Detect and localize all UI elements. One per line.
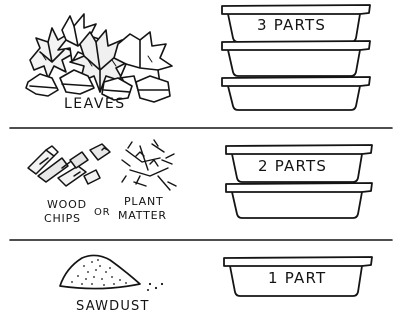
parts-label-2: 2 PARTS	[258, 157, 327, 175]
connector-or: OR	[94, 207, 110, 218]
section-leaves: LEAVES 3 PARTS	[26, 5, 370, 112]
tray-icon	[222, 41, 370, 76]
ingredient-label-sawdust: SAWDUST	[76, 299, 150, 314]
ingredient-label-matter: MATTER	[118, 209, 167, 222]
leaves-icon	[26, 14, 172, 102]
parts-label-1: 1 PART	[268, 269, 326, 287]
section-wood-chips: WOOD CHIPS OR PLANT MATTER 2 PARTS	[28, 140, 372, 225]
ingredient-label-plant: PLANT	[124, 195, 164, 208]
tray-icon	[226, 183, 372, 218]
plant-matter-icon	[122, 140, 176, 190]
tray-stack-2	[226, 145, 372, 218]
tray-icon	[222, 77, 370, 110]
wood-chips-icon	[28, 144, 110, 186]
parts-label-3: 3 PARTS	[257, 16, 326, 34]
ingredient-label-wood: WOOD	[47, 198, 87, 211]
ingredient-label-chips: CHIPS	[44, 212, 81, 225]
ingredient-label-leaves: LEAVES	[64, 96, 126, 112]
section-sawdust: SAWDUST 1 PART	[60, 255, 372, 314]
sawdust-pile-icon	[60, 255, 163, 291]
